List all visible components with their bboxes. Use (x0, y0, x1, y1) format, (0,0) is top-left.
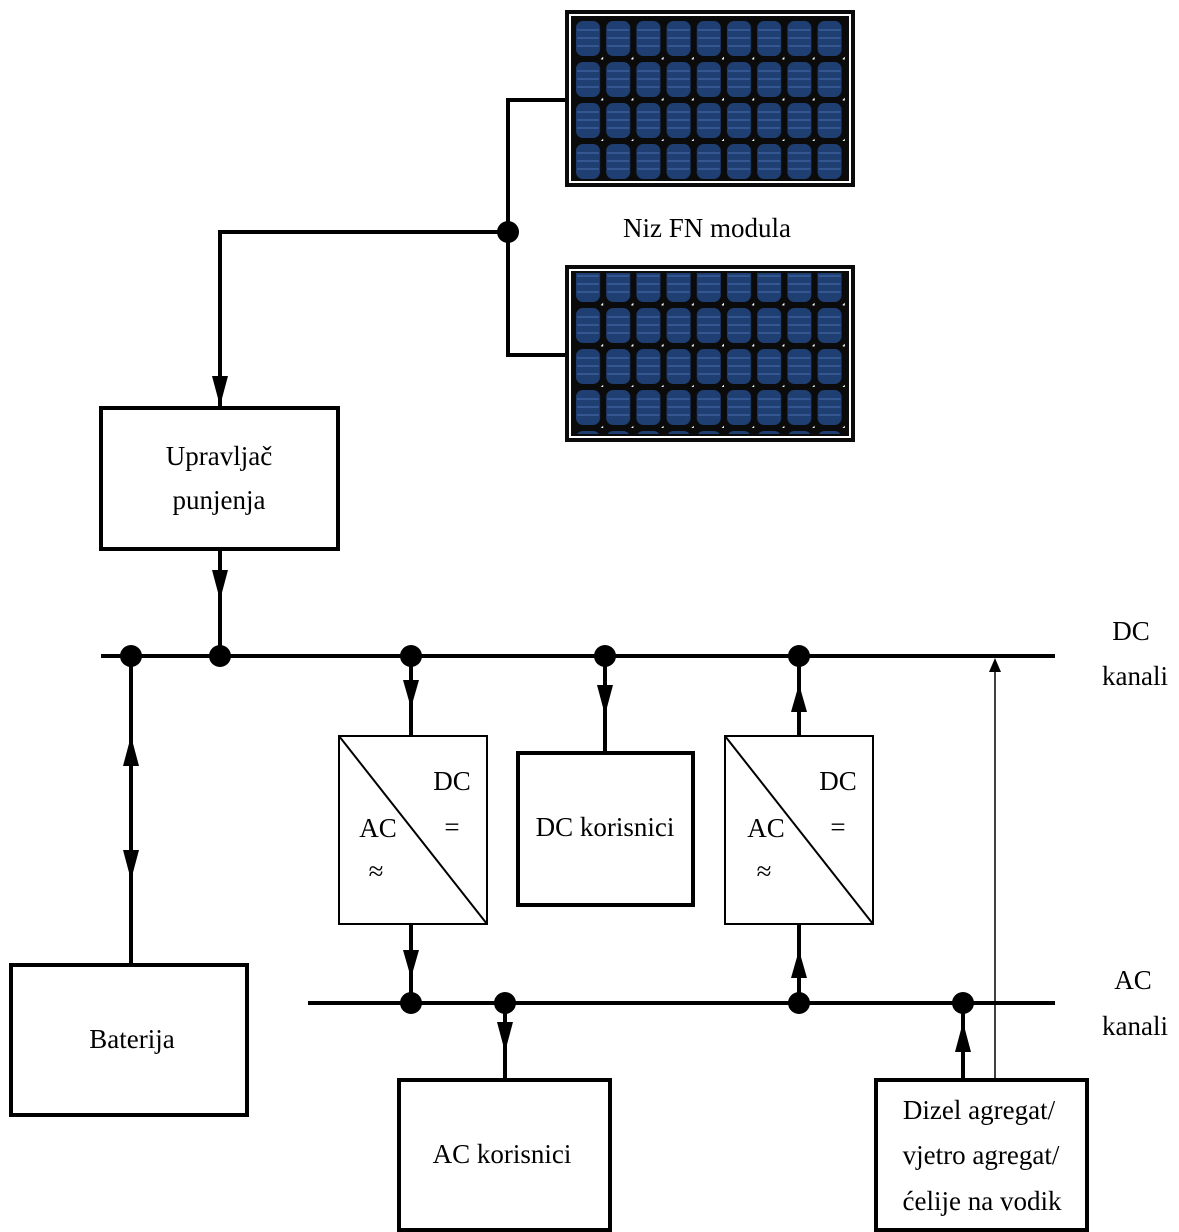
inverter-1-diagonal (338, 735, 488, 925)
dc-junction-battery (120, 645, 142, 667)
ac-bus-label-1: AC (1114, 965, 1152, 995)
arrowhead-icon-inv2-out (791, 684, 807, 712)
charge-controller-box (99, 406, 340, 551)
ac-junction-generator (952, 992, 974, 1014)
dc-junction-inverter-1 (400, 645, 422, 667)
dc-junction-dc-loads (594, 645, 616, 667)
pv-to-controller-wire (218, 230, 508, 408)
ac-loads-box (397, 1078, 612, 1232)
dc-loads-box (516, 751, 695, 907)
arrowhead-icon-dc-loads (597, 685, 613, 715)
arrowhead-icon-to-controller (212, 376, 228, 406)
ac-junction-ac-loads (494, 992, 516, 1014)
inverter-1-dc: DC (433, 766, 471, 796)
arrowhead-icon-controller-down (212, 570, 228, 600)
dc-loads-label: DC korisnici (536, 812, 675, 842)
ac-junction-inverter-2 (788, 992, 810, 1014)
dc-junction-controller (209, 645, 231, 667)
arrowhead-icon-generator-dc (989, 658, 1001, 672)
pv-wire-top (506, 98, 565, 232)
dc-bus-label-1: DC (1112, 616, 1150, 646)
inverter-2-dc: DC (819, 766, 857, 796)
ac-junction-inverter-1 (400, 992, 422, 1014)
generator-label-3: ćelije na vodik (903, 1186, 1062, 1216)
pv-wire-bottom (506, 232, 565, 357)
arrowhead-icon-inv1-in (403, 680, 419, 708)
dc-bus-label-2: kanali (1102, 661, 1168, 691)
inverter-1-approx: ≈ (369, 856, 384, 886)
generator-label-1: Dizel agregat/ (903, 1095, 1056, 1125)
arrowhead-icon-ac-loads (497, 1022, 513, 1052)
inverter-1-ac: AC (359, 813, 397, 843)
pv-array-label: Niz FN modula (623, 213, 791, 243)
inverter-2-approx: ≈ (757, 856, 772, 886)
ac-bus-label-2: kanali (1102, 1011, 1168, 1041)
pv-junction-dot (497, 221, 519, 243)
arrowhead-icon-inv1-out (403, 950, 419, 978)
battery-box (9, 963, 249, 1117)
arrowhead-icon-battery-up (123, 736, 139, 766)
inverter-2-ac: AC (747, 813, 785, 843)
battery-label: Baterija (89, 1024, 174, 1054)
inverter-2-diagonal (724, 735, 874, 925)
charge-controller-label-1: Upravljač (166, 441, 272, 471)
inverter-2-eq: = (830, 812, 845, 842)
arrowhead-icon-generator (955, 1022, 971, 1052)
arrowhead-icon-battery-down (123, 850, 139, 880)
inverter-1-eq: = (444, 812, 459, 842)
arrowhead-icon-inv2-in (791, 950, 807, 978)
generator-label-2: vjetro agregat/ (903, 1140, 1060, 1170)
charge-controller-label-2: punjenja (173, 485, 266, 515)
generator-box (874, 1078, 1089, 1232)
solar-panel-icon-top (565, 10, 855, 187)
dc-junction-inverter-2 (788, 645, 810, 667)
solar-panel-icon-bottom (565, 265, 855, 442)
ac-loads-label: AC korisnici (433, 1139, 572, 1169)
